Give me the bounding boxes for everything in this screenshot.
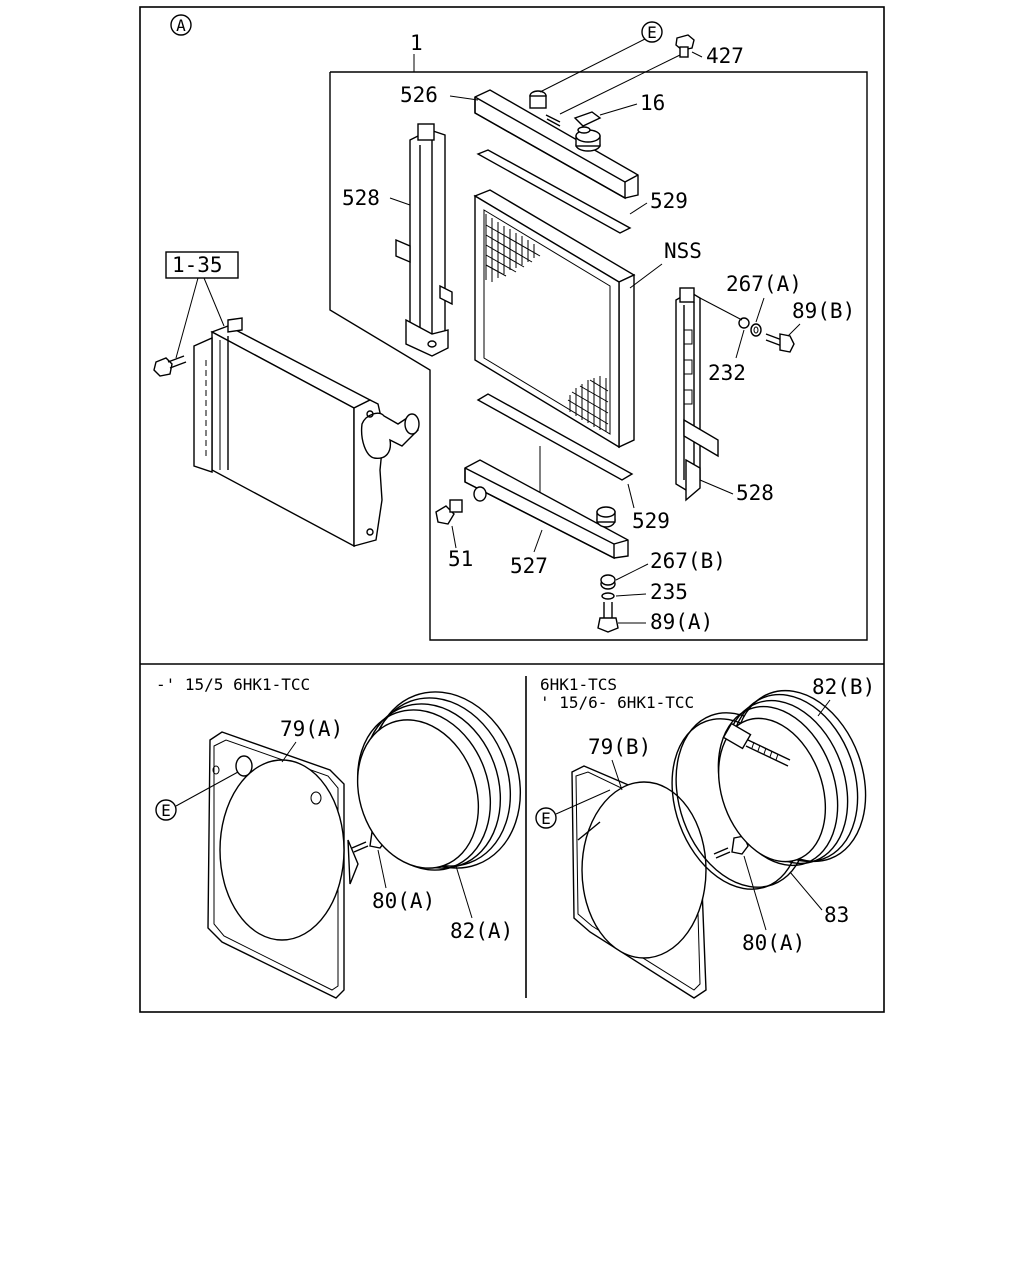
bolt-80a-right [713,835,749,859]
label-89a: 89(A) [650,610,713,634]
side-bracket-528-right [675,287,719,502]
washer-267b [600,574,616,590]
washer-235 [601,592,615,600]
callout-e-right-label: E [541,809,551,828]
nut-232 [738,317,750,329]
label-80a-right: 80(A) [742,931,805,955]
label-527: 527 [510,554,548,578]
clamp-screw-82b [722,722,791,767]
fan-ring-82b [717,689,867,867]
label-427: 427 [706,44,744,68]
bolt-427 [675,34,695,58]
callout-e-right-circle [535,807,557,829]
seal-529-top [476,149,632,234]
bolt-89b [765,333,795,353]
variant-left-label: -' 15/5 6HK1-TCC [156,675,310,694]
fan-ring-82a [356,691,522,871]
bolt-1-35 [153,355,187,377]
fan-shroud-79a [207,731,359,999]
label-82b: 82(B) [812,675,875,699]
label-232: 232 [708,361,746,385]
variant-right-line2: ' 15/6- 6HK1-TCC [540,693,694,712]
label-83: 83 [824,903,849,927]
drain-plug-51 [435,499,463,525]
label-267a: 267(A) [726,272,802,296]
callout-e-left-circle [155,799,177,821]
label-79a: 79(A) [280,717,343,741]
variant-right-line1: 6HK1-TCS [540,675,617,694]
outer-frame [139,6,885,1013]
seal-529-bottom [476,393,634,481]
bolt-89a [597,602,619,633]
label-79b: 79(B) [588,735,651,759]
label-82a: 82(A) [450,919,513,943]
section-marker-circle [170,14,192,36]
radiator-cap-16 [573,111,602,134]
label-267b: 267(B) [650,549,726,573]
label-529-bottom: 529 [632,509,670,533]
section-marker-label: A [176,16,186,35]
label-235: 235 [650,580,688,604]
label-89b: 89(B) [792,299,855,323]
washer-267a [750,323,762,337]
callout-e-left-label: E [161,801,171,820]
radiator-core-nss [473,189,636,449]
label-51: 51 [448,547,473,571]
label-80a-left: 80(A) [372,889,435,913]
assembly-1-frame [329,71,868,641]
fan-shroud-79b [571,765,707,999]
label-529-top: 529 [650,189,688,213]
callout-e-top-label: E [647,23,657,42]
side-bracket-528-left [395,123,453,357]
label-nss: NSS [664,239,702,263]
label-528-right: 528 [736,481,774,505]
label-1-35-box [165,251,239,279]
callout-e-top-circle [641,21,663,43]
label-1: 1 [410,31,423,55]
lower-tank-527 [464,459,629,560]
label-16: 16 [640,91,665,115]
upper-tank-526 [474,89,639,200]
label-1-35: 1-35 [172,253,223,277]
radiator-assembly-1-35 [193,317,420,548]
label-526: 526 [400,83,438,107]
label-528-left: 528 [342,186,380,210]
